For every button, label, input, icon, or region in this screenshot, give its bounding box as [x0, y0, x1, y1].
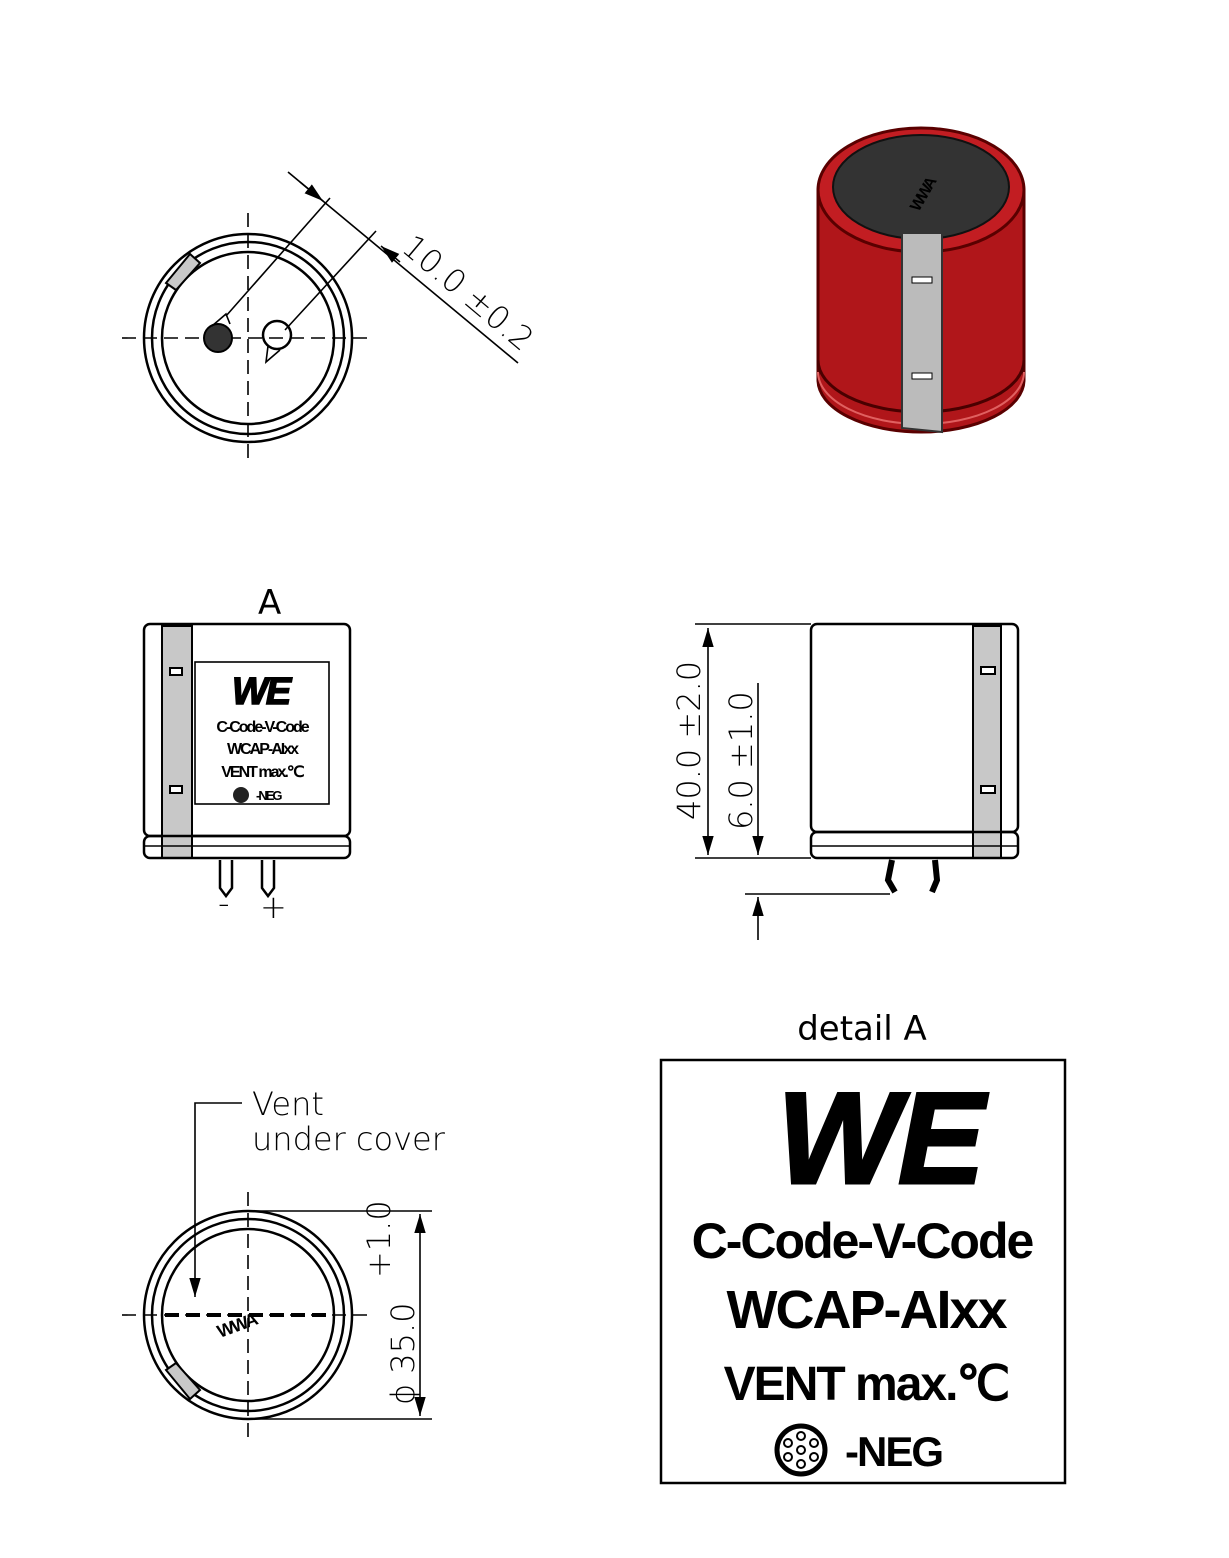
detail-line3: VENT max.℃ — [724, 1358, 1009, 1411]
vent-label-line2: under cover — [252, 1120, 446, 1158]
front-label-line: VENT max.℃ — [221, 764, 305, 781]
vent-label-line1: Vent — [252, 1085, 324, 1123]
detail-title: detail A — [797, 1009, 927, 1049]
top-view: 10.0 ±0.2 — [122, 171, 541, 462]
positive-marker: + — [260, 888, 287, 926]
detail-a: detail A WE C-Code-V-Code WCAP-AIxx VENT… — [659, 1009, 1067, 1485]
diameter-dimension: ϕ 35.0 — [384, 1302, 422, 1405]
detail-marker: A — [258, 583, 281, 623]
front-label-line: C-Code-V-Code — [216, 719, 309, 736]
negative-marker: - — [218, 884, 230, 922]
front-logo: WE — [232, 671, 293, 713]
lead-length-dimension: 6.0 ±1.0 — [722, 691, 760, 830]
front-label-line: -NEG — [256, 788, 282, 803]
detail-line1: C-Code-V-Code — [692, 1213, 1034, 1269]
side-view: 40.0 ±2.0 6.0 ±1.0 — [670, 622, 1020, 940]
pitch-dimension: 10.0 ±0.2 — [395, 227, 541, 358]
detail-line2: WCAP-AIxx — [726, 1280, 1007, 1340]
bottom-view: WWA Vent under cover ϕ 35.0 +1.0 — [122, 1085, 446, 1440]
height-dimension: 40.0 ±2.0 — [670, 661, 708, 820]
front-label-line: WCAP-AIxx — [227, 741, 299, 758]
detail-line4: -NEG — [845, 1428, 942, 1475]
capacitor-3d-render: WWA — [816, 126, 1026, 434]
diameter-tolerance: +1.0 — [360, 1200, 398, 1278]
negative-marking-icon — [774, 1423, 828, 1477]
front-view: A WE C-Code-V-Code WCAP-AIxx VENT max.℃ … — [142, 583, 352, 926]
detail-logo: WE — [777, 1065, 988, 1211]
